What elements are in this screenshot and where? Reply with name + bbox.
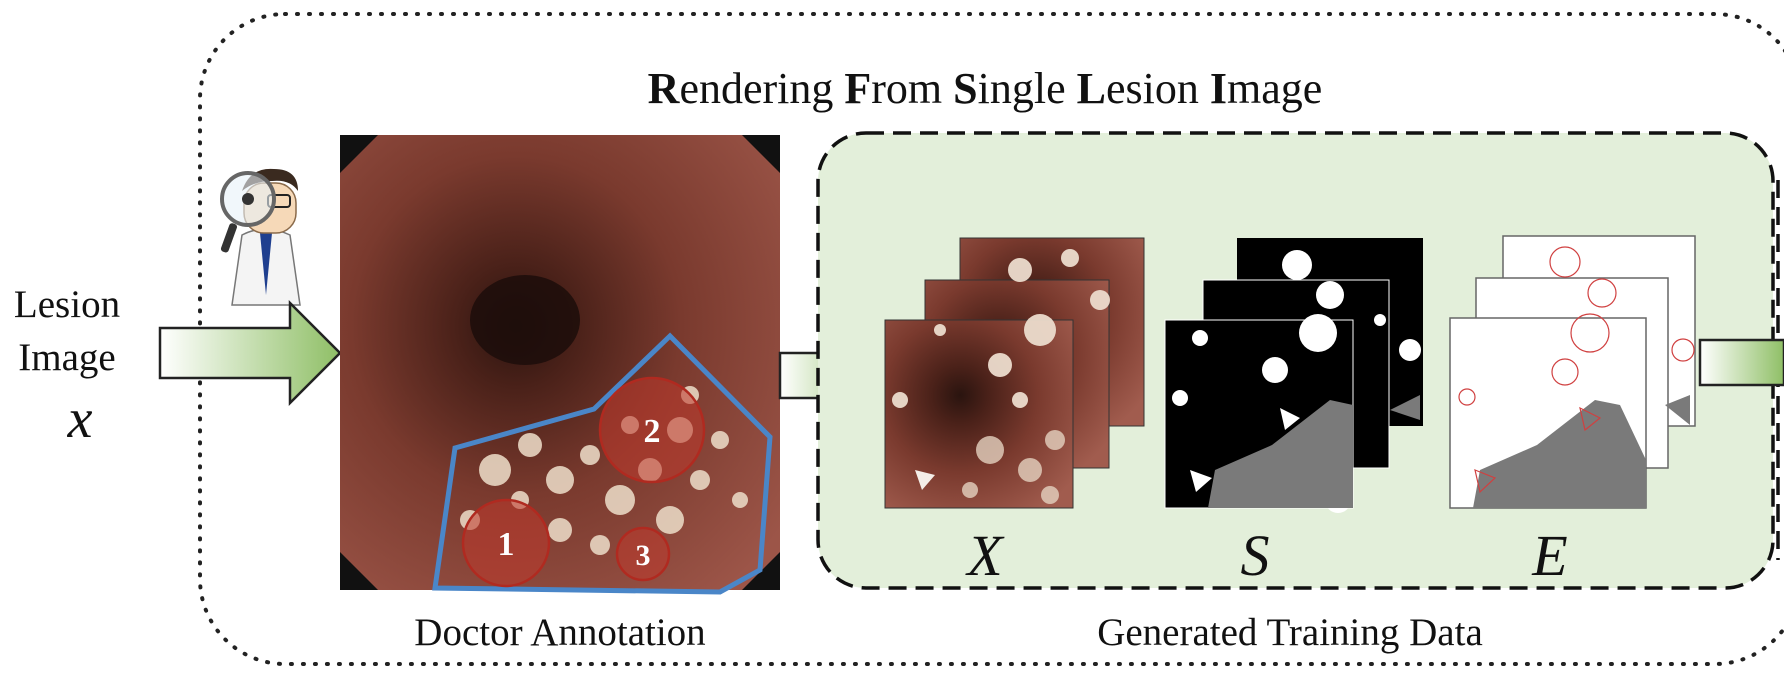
annotated-lesion-image: 1 2 3 (340, 135, 780, 595)
region-1-label: 1 (498, 526, 515, 563)
s-symbol: S (1241, 523, 1270, 588)
input-symbol: x (67, 388, 93, 450)
annotation-caption: Doctor Annotation (414, 611, 705, 654)
lesion-outline (432, 332, 773, 595)
diagram-title: Rendering From Single Lesion Image (648, 64, 1323, 113)
e-edge-stack (1449, 235, 1696, 509)
region-1: 1 (461, 498, 551, 588)
region-3-label: 3 (636, 539, 651, 572)
outer-frame (198, 12, 1784, 666)
title-part: rom (871, 64, 953, 113)
title-part: L (1077, 64, 1106, 113)
output-arrow (1698, 338, 1784, 387)
title-part: ingle (978, 64, 1077, 113)
x-symbol: X (965, 523, 1005, 588)
x-image-stack (884, 237, 1145, 509)
title-part: R (648, 64, 681, 113)
input-label-line1: Lesion (14, 283, 120, 326)
generated-caption: Generated Training Data (1097, 611, 1483, 654)
region-2-label: 2 (644, 413, 661, 450)
input-arrow (158, 299, 342, 407)
e-symbol: E (1531, 523, 1567, 588)
title-part: endering (679, 64, 844, 113)
s-mask-stack (1164, 238, 1423, 513)
title-part: S (953, 64, 977, 113)
region-2: 2 (598, 376, 706, 484)
input-label-line2: Image (18, 336, 115, 379)
title-part: esion (1106, 64, 1210, 113)
title-part: mage (1227, 64, 1322, 113)
title-part: I (1210, 64, 1227, 113)
doctor-with-magnifier-icon (220, 168, 301, 306)
region-3: 3 (615, 526, 671, 582)
title-part: F (844, 64, 871, 113)
